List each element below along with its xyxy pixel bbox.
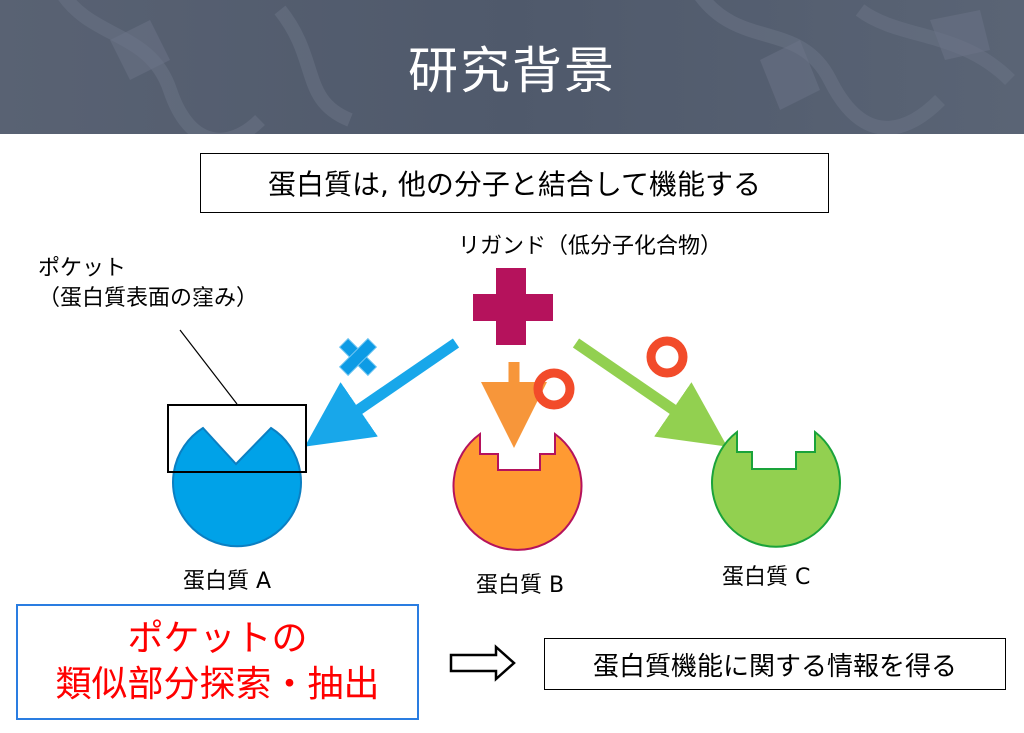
- outline-arrow-icon: [449, 644, 516, 682]
- pocket-label-title: ポケット: [38, 256, 127, 281]
- main-statement-box: 蛋白質は, 他の分子と結合して機能する: [200, 153, 829, 213]
- binding-mark-b-icon: [533, 368, 575, 410]
- slide-header: 研究背景: [0, 0, 1024, 134]
- ligand-label: リガンド（低分子化合物）: [458, 234, 723, 259]
- pocket-label: ポケット （蛋白質表面の窪み）: [38, 254, 258, 314]
- protein-b-label: 蛋白質 B: [476, 573, 565, 598]
- ligand-cross-shape: [473, 268, 553, 345]
- result-box: 蛋白質機能に関する情報を得る: [544, 638, 1006, 690]
- goal-line-2: 類似部分探索・抽出: [55, 664, 380, 705]
- goal-line-1: ポケットの: [127, 618, 308, 659]
- protein-a-shape: [172, 426, 302, 548]
- arrow-to-protein-c: [572, 338, 728, 447]
- header-ribbon-decoration: [58, 0, 1015, 134]
- protein-c-label: 蛋白質 C: [722, 565, 811, 590]
- no-binding-mark-icon: [338, 337, 378, 377]
- protein-b-shape: [452, 432, 583, 551]
- arrow-to-protein-a: [304, 338, 460, 447]
- protein-c-shape: [711, 429, 841, 548]
- pocket-highlight-frame: [167, 404, 307, 473]
- goal-box: ポケットの 類似部分探索・抽出: [16, 604, 419, 720]
- protein-a-label: 蛋白質 A: [183, 569, 272, 594]
- pocket-label-note: （蛋白質表面の窪み）: [38, 286, 259, 311]
- pocket-pointer-line: [179, 329, 238, 405]
- binding-mark-c-icon: [646, 336, 688, 378]
- slide-title: 研究背景: [408, 42, 616, 100]
